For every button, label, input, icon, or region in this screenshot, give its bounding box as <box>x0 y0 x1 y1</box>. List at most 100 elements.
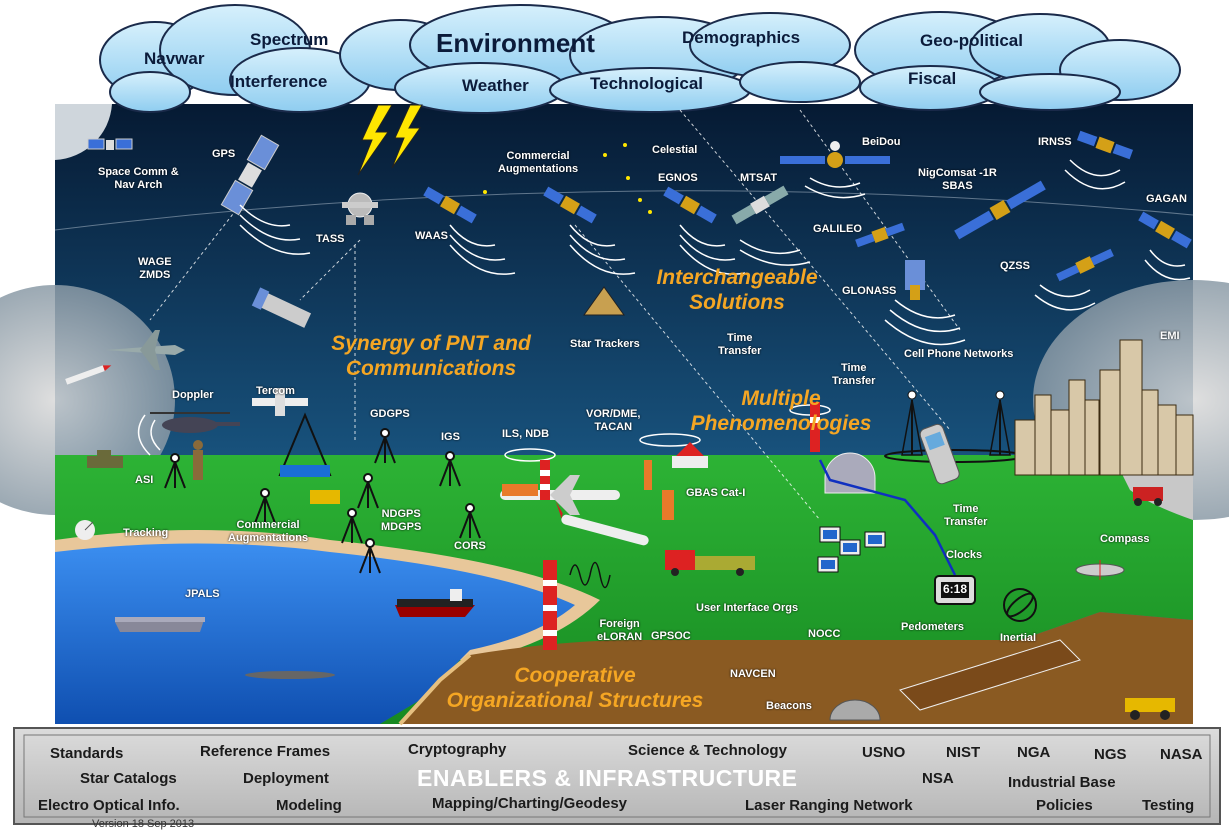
cloud-demographics: Demographics <box>682 28 801 47</box>
missile-icon <box>65 365 112 385</box>
space-telescope-icon <box>251 287 312 328</box>
radar-dish-icon <box>75 520 95 540</box>
environment-clouds <box>99 4 1181 114</box>
cloud-geopolitical: Geo-political <box>920 31 1023 50</box>
label-inertial: Inertial <box>1000 632 1037 644</box>
label-asi: ASI <box>135 474 154 486</box>
lighthouse-icon <box>540 460 550 500</box>
ship-icon <box>395 589 475 617</box>
label-galileo: GALILEO <box>813 223 862 235</box>
helicopter-icon <box>150 412 240 433</box>
cloud-fiscal: Fiscal <box>908 69 957 88</box>
label-celestial: Celestial <box>652 144 698 156</box>
enabler-usno: USNO <box>862 744 906 761</box>
gagan-satellite-icon <box>1138 211 1192 249</box>
waas-satellite-icon <box>423 186 477 224</box>
cloud-navwar: Navwar <box>144 49 205 68</box>
soldier-icon <box>193 440 203 480</box>
eloran-tower-icon <box>543 560 557 650</box>
cloud-environment: Environment <box>436 28 595 58</box>
tercom-tower-icon <box>278 412 332 477</box>
label-qzss: QZSS <box>1000 260 1030 272</box>
label-nocc: NOCC <box>808 628 841 640</box>
airliner-red-icon <box>555 501 649 546</box>
enabler-deployment: Deployment <box>243 770 329 787</box>
computer-network <box>569 459 1125 721</box>
label-ils-ndb: ILS, NDB <box>502 428 550 440</box>
enabler-reference-frames: Reference Frames <box>200 743 331 760</box>
survey-tripods <box>164 428 481 574</box>
version-note: Version 18 Sep 2013 <box>92 818 195 830</box>
drone-icon <box>252 388 308 416</box>
enabler-policies: Policies <box>1036 797 1093 814</box>
cell-phone-icon <box>919 423 960 485</box>
compass-icon <box>1075 560 1125 580</box>
beidou-satellite-icon <box>780 141 890 168</box>
enabler-science-tech: Science & Technology <box>628 742 787 759</box>
airliner-icon <box>500 475 620 515</box>
enabler-ngs: NGS <box>1094 746 1127 763</box>
inertial-gyro-icon <box>1003 588 1037 622</box>
carrier-icon <box>115 617 205 632</box>
vehicles <box>65 330 1175 720</box>
enabler-nasa: NASA <box>1160 746 1203 763</box>
mine-tunnel <box>899 639 1081 711</box>
label-gagan: GAGAN <box>1146 193 1187 205</box>
label-pedometers: Pedometers <box>901 621 964 633</box>
label-igs: IGS <box>441 431 460 443</box>
fighter-jet-icon <box>105 330 185 370</box>
dumptruck-icon <box>1125 698 1175 720</box>
label-cell-networks: Cell Phone Networks <box>904 348 1014 360</box>
tass-satellite-icon <box>342 192 378 225</box>
city-skyline <box>1014 339 1194 476</box>
label-star-trackers: Star Trackers <box>570 338 640 350</box>
ocean <box>55 543 575 724</box>
label-cors: CORS <box>454 540 486 552</box>
lightning-icon <box>357 104 423 176</box>
wave-signal-icon <box>569 561 611 589</box>
enabler-laser-ranging: Laser Ranging Network <box>745 797 913 814</box>
enabler-industrial-base: Industrial Base <box>1008 774 1116 791</box>
label-gbas: GBAS Cat-I <box>686 487 746 499</box>
sextant-icon <box>583 286 625 316</box>
enabler-star-catalogs: Star Catalogs <box>80 770 177 787</box>
nigcomsat-satellite-icon <box>954 180 1046 240</box>
earth-cutaway <box>400 612 1193 724</box>
checker-marker2-icon <box>662 490 674 520</box>
radio-tower2-icon <box>989 390 1011 456</box>
label-clocks: Clocks <box>946 549 983 561</box>
label-irnss: IRNSS <box>1038 136 1072 148</box>
label-beacons: Beacons <box>766 700 812 712</box>
enabler-cryptography: Cryptography <box>408 741 507 758</box>
clock-icon <box>934 575 976 605</box>
qzss-satellite-icon <box>1056 248 1114 282</box>
towers <box>75 286 1026 650</box>
label-egnos: EGNOS <box>658 172 698 184</box>
enabler-nga: NGA <box>1017 744 1051 761</box>
comm-satellite-icon <box>543 186 597 224</box>
label-space-comm: Space Comm &Nav Arch <box>98 166 179 191</box>
label-emi: EMI <box>1160 330 1180 342</box>
enabler-standards: Standards <box>50 745 124 762</box>
label-vor-tacan: VOR/DME,TACAN <box>586 408 641 433</box>
label-glonass: GLONASS <box>842 285 897 297</box>
signal-waves <box>137 159 1191 462</box>
beacon-icon <box>829 699 881 721</box>
label-compass: Compass <box>1100 533 1150 545</box>
cloud-technological: Technological <box>590 74 704 93</box>
label-doppler: Doppler <box>172 389 214 401</box>
enabler-nsa: NSA <box>922 770 954 787</box>
enabler-electro-optical: Electro Optical Info. <box>38 797 180 814</box>
satellite-icon <box>87 138 133 150</box>
